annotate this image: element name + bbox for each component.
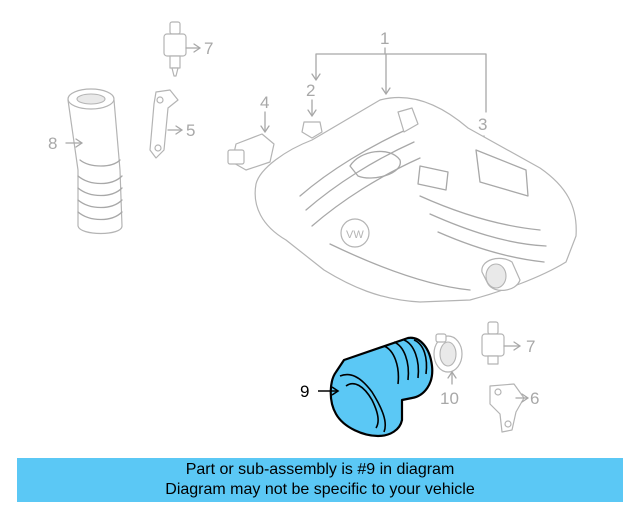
callout-1: 1 xyxy=(380,29,389,48)
callout-10: 10 xyxy=(440,389,459,408)
callout-5: 5 xyxy=(186,121,195,140)
callout-3: 3 xyxy=(478,115,487,134)
callout-7-right: 7 xyxy=(526,337,535,356)
callout-9: 9 xyxy=(300,382,309,401)
callout-7-top: 7 xyxy=(204,39,213,58)
part-7-sensor-right: 7 xyxy=(481,321,535,365)
callout-6: 6 xyxy=(530,389,539,408)
svg-text:VW: VW xyxy=(346,229,364,241)
part-2-nut: 2 xyxy=(301,81,323,139)
callout-2: 2 xyxy=(306,81,315,100)
part-8-intake-tube: 8 xyxy=(48,88,123,235)
part-5-bracket: 5 xyxy=(149,89,195,159)
part-10-clamp: 10 xyxy=(433,333,463,408)
banner-line-2: Diagram may not be specific to your vehi… xyxy=(165,481,475,498)
callout-4: 4 xyxy=(260,93,269,112)
part-6-bracket: 6 xyxy=(489,383,539,433)
part-9-intake-boot: 9 xyxy=(300,336,434,438)
part-4-sensor: 4 xyxy=(227,93,275,171)
part-7-sensor-top: 7 xyxy=(163,21,213,77)
banner-line-1: Part or sub-assembly is #9 in diagram xyxy=(185,461,455,478)
info-banner: Part or sub-assembly is #9 in diagram Di… xyxy=(17,458,623,502)
callout-8: 8 xyxy=(48,134,57,153)
part-1-engine-cover: VW xyxy=(254,96,577,303)
